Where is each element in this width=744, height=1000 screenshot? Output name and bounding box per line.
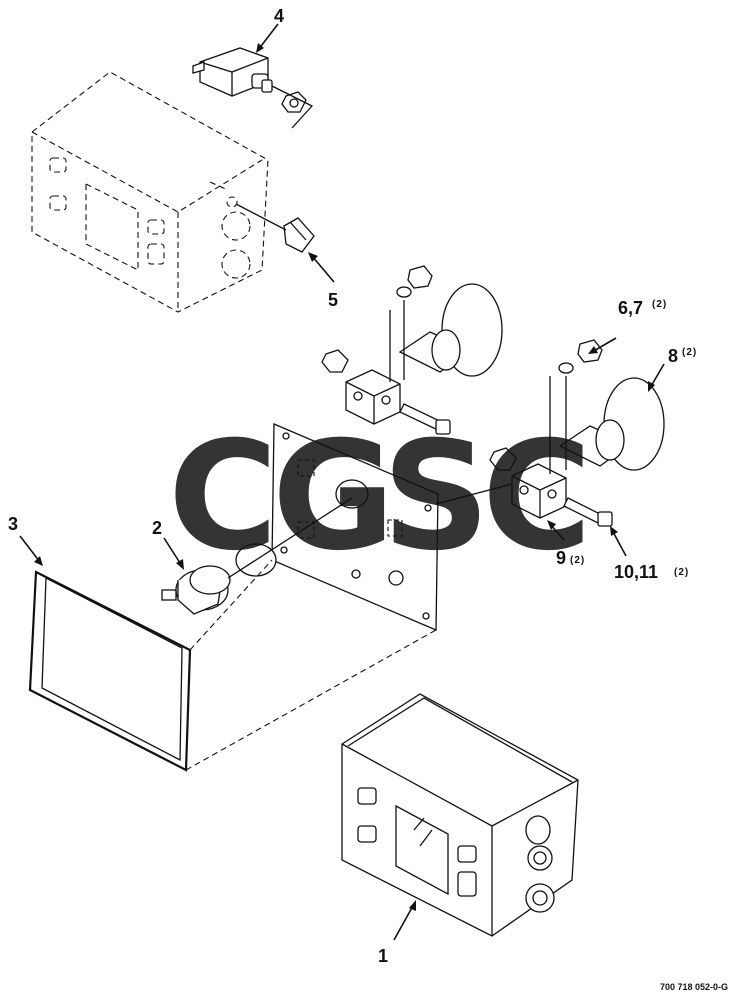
callout-label-5: 5 xyxy=(328,290,338,310)
watermark-letter: G xyxy=(272,410,395,584)
drawing-number: 700 718 052-0-G xyxy=(660,982,728,992)
watermark-letter: C xyxy=(482,410,592,584)
callout-label-4: 4 xyxy=(274,6,284,26)
phantom-instrument-housing xyxy=(31,71,269,313)
watermark: C G S C xyxy=(168,410,592,584)
watermark-letter: S xyxy=(382,410,490,584)
callout-label-3: 3 xyxy=(8,514,18,534)
callout-qty-9: (2) xyxy=(570,555,585,566)
circuit-breaker-part xyxy=(192,47,314,129)
bezel-gasket-part xyxy=(28,559,437,772)
lower-mounting-bracket xyxy=(435,339,665,527)
gauge-part xyxy=(161,497,353,615)
callout-label-9: 9 xyxy=(556,548,566,568)
lamp-bulb-part xyxy=(235,203,315,253)
callout-label-10-11: 10,11 xyxy=(614,562,658,582)
callout-qty-8: (2) xyxy=(682,347,697,358)
instrument-housing-part xyxy=(341,693,579,937)
callout-label-6-7: 6,7 xyxy=(618,298,643,318)
callout-qty-10-11: (2) xyxy=(674,567,689,578)
callout-label-2: 2 xyxy=(152,518,162,538)
callout-label-8: 8 xyxy=(668,346,678,366)
upper-mounting-bracket xyxy=(321,265,503,435)
leader-arrows xyxy=(19,23,665,941)
mounting-plate xyxy=(271,423,439,631)
callout-labels: 4 5 6,7 (2) 8 (2) 9 (2) 10,11 (2) 2 3 1 xyxy=(8,6,697,966)
watermark-letter: C xyxy=(168,410,278,584)
callout-qty-6-7: (2) xyxy=(652,299,667,310)
callout-label-1: 1 xyxy=(378,946,388,966)
